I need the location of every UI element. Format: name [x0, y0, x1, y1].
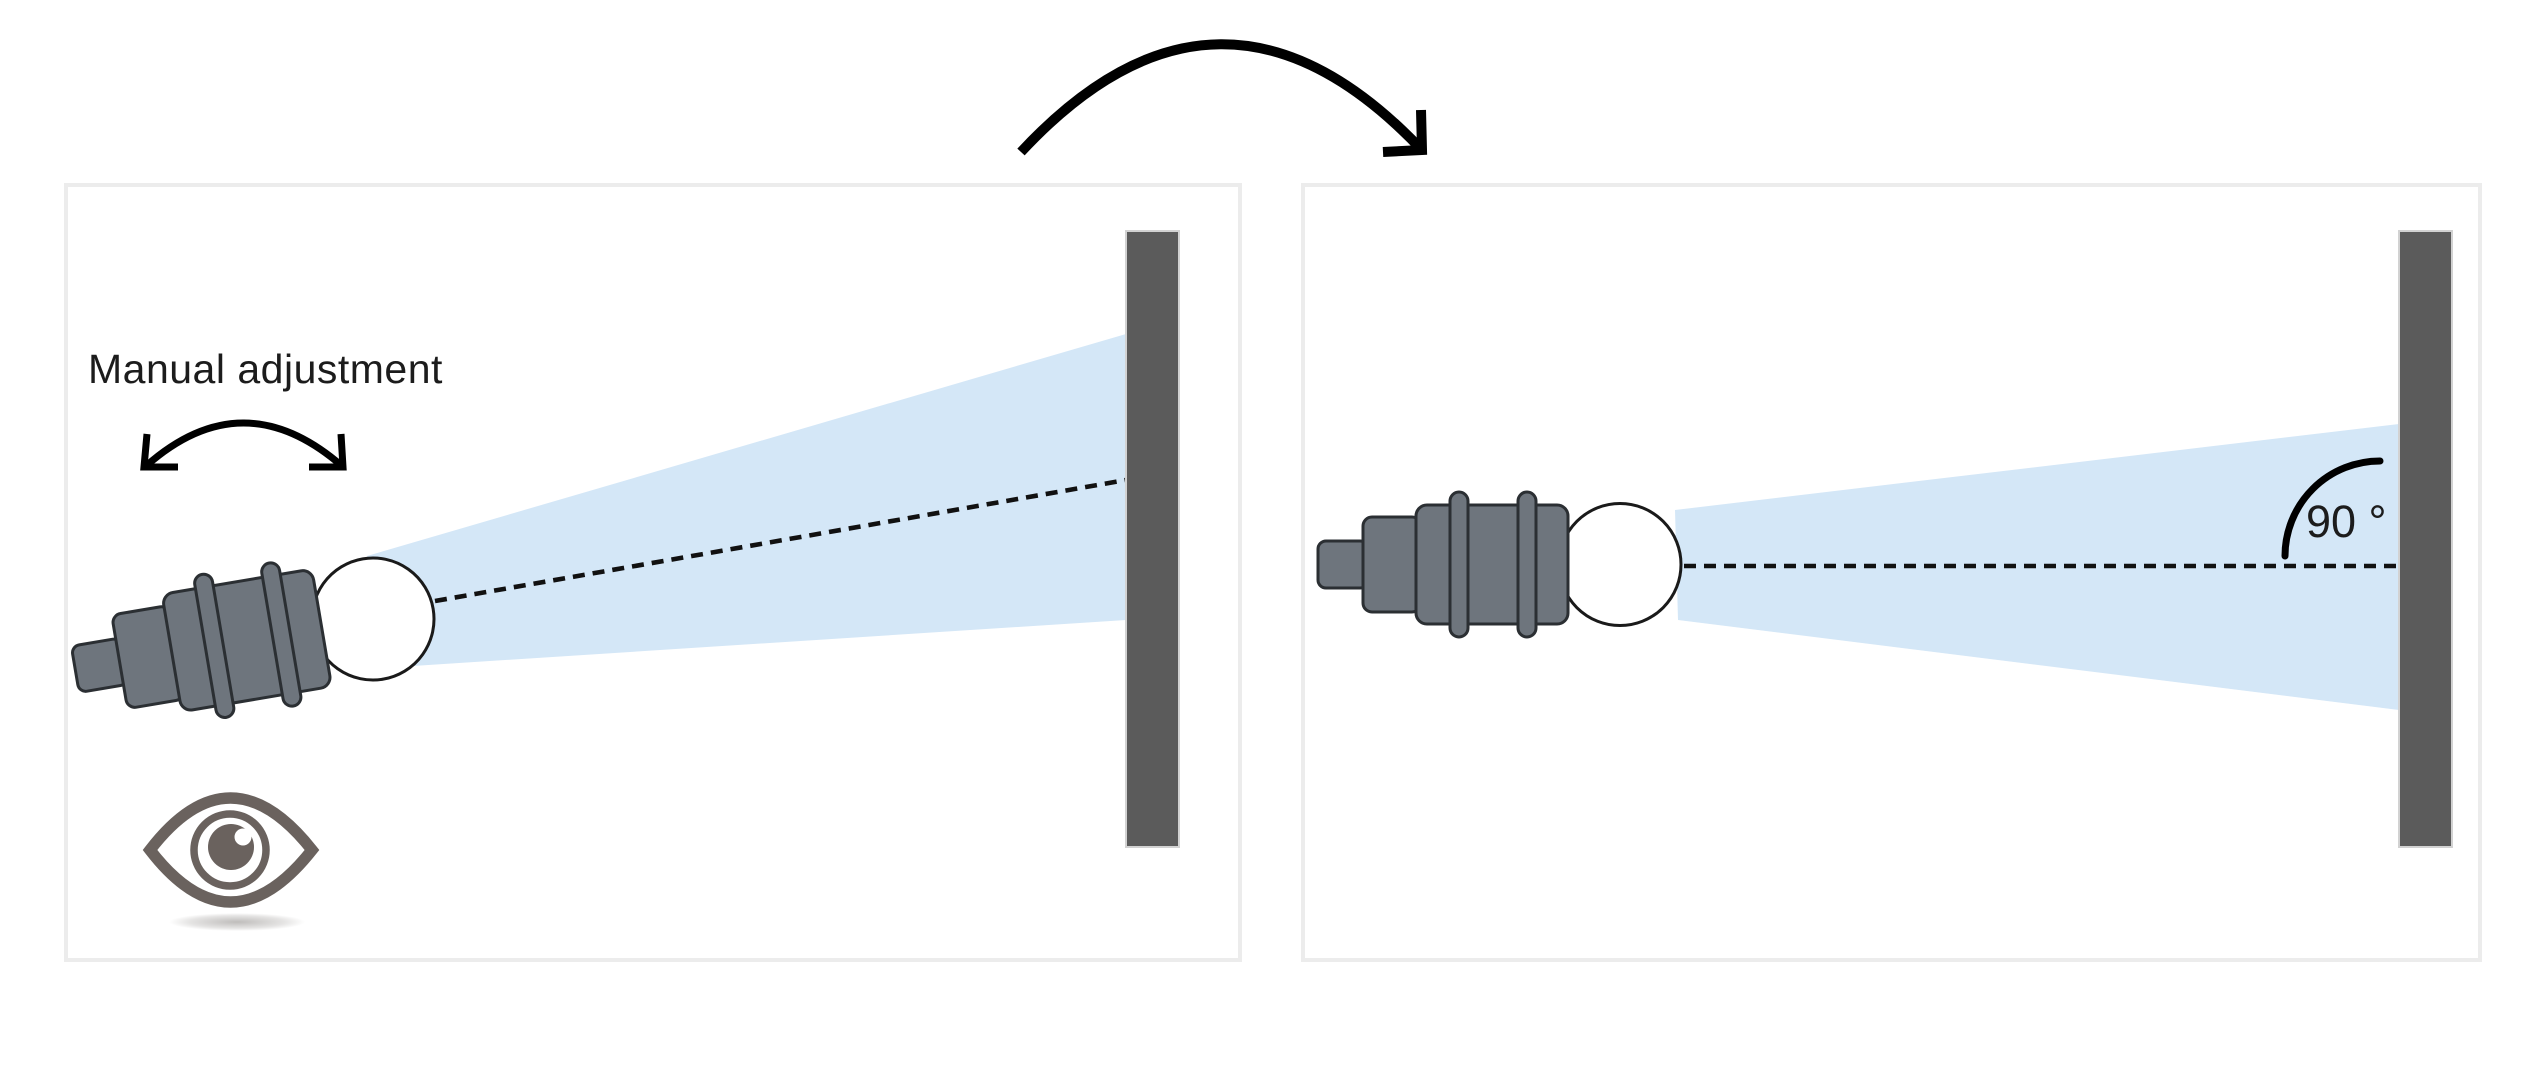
optical-axis-left: [434, 477, 1127, 604]
angle-arc: [2281, 457, 2384, 560]
light-beam-left: [367, 334, 1126, 666]
light-beam-right: [1675, 424, 2399, 710]
double-curved-arrow-icon: [140, 419, 347, 471]
rotate-arrow-icon: [1017, 39, 1428, 157]
wall-right: [2398, 230, 2453, 848]
angle-label: 90 °: [2306, 496, 2387, 547]
wall-left: [1125, 230, 1180, 848]
manual-adjustment-label: Manual adjustment: [88, 346, 443, 392]
eye-shadow: [169, 913, 305, 931]
eye-icon: [142, 792, 320, 931]
